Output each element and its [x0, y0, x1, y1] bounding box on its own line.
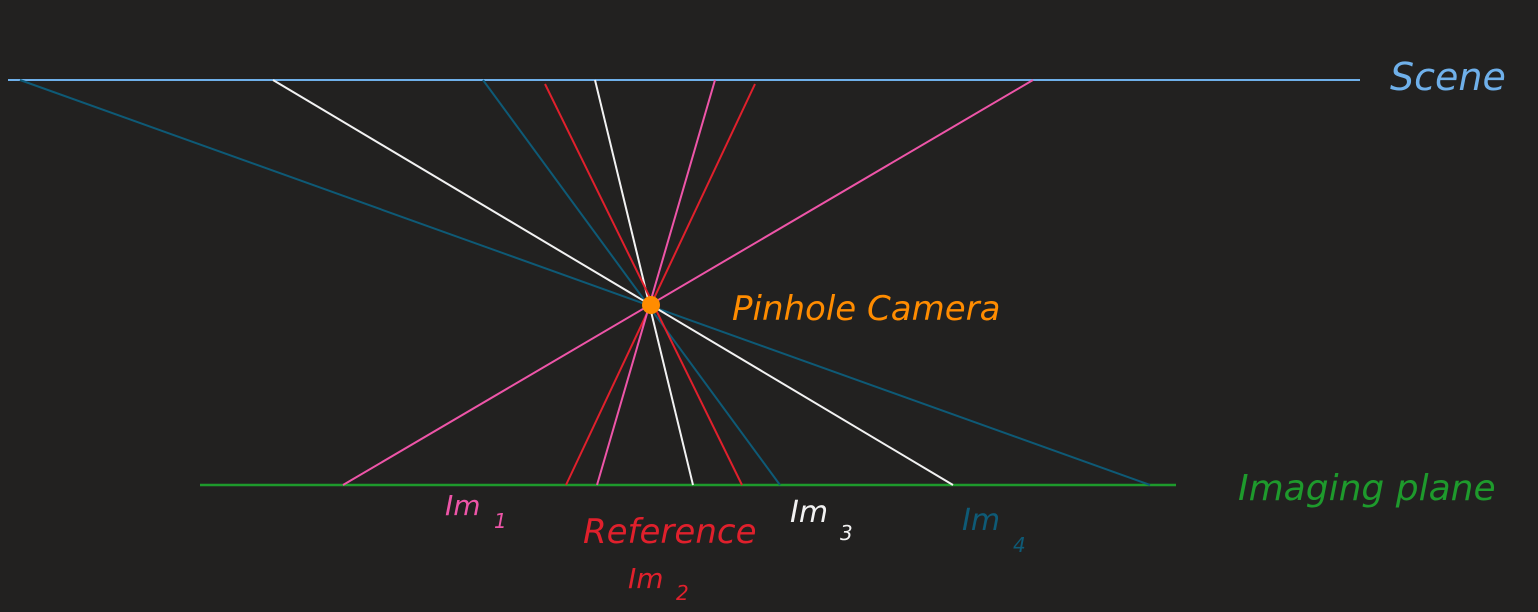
im2-text: Im	[628, 562, 664, 595]
scene-label: Scene	[1390, 55, 1506, 99]
im4-text: Im	[962, 503, 1000, 538]
im3-ray-right	[594, 79, 694, 486]
im1-text: Im	[445, 489, 481, 522]
im3-subscript: 3	[840, 521, 853, 545]
im1-subscript: 1	[494, 509, 507, 533]
imaging-plane-label: Imaging plane	[1238, 468, 1496, 509]
im1-label: Im 1	[445, 489, 507, 533]
reference-ray-right	[565, 83, 756, 486]
reference-ray-left	[544, 83, 743, 486]
im1-ray-left	[596, 79, 716, 486]
im2-label: Im 2	[628, 562, 689, 605]
pinhole-dot	[642, 296, 660, 314]
im1-ray-right	[342, 79, 1034, 486]
im4-ray-left	[19, 79, 1151, 486]
pinhole-camera-label: Pinhole Camera	[732, 289, 1000, 329]
im4-label: Im 4	[962, 503, 1026, 557]
im4-ray-right	[482, 79, 781, 486]
reference-label: Reference	[583, 512, 757, 552]
im3-label: Im 3	[790, 495, 853, 545]
im2-subscript: 2	[676, 581, 689, 605]
im3-text: Im	[790, 495, 828, 530]
im3-ray-left	[272, 79, 954, 486]
im4-subscript: 4	[1013, 533, 1026, 557]
